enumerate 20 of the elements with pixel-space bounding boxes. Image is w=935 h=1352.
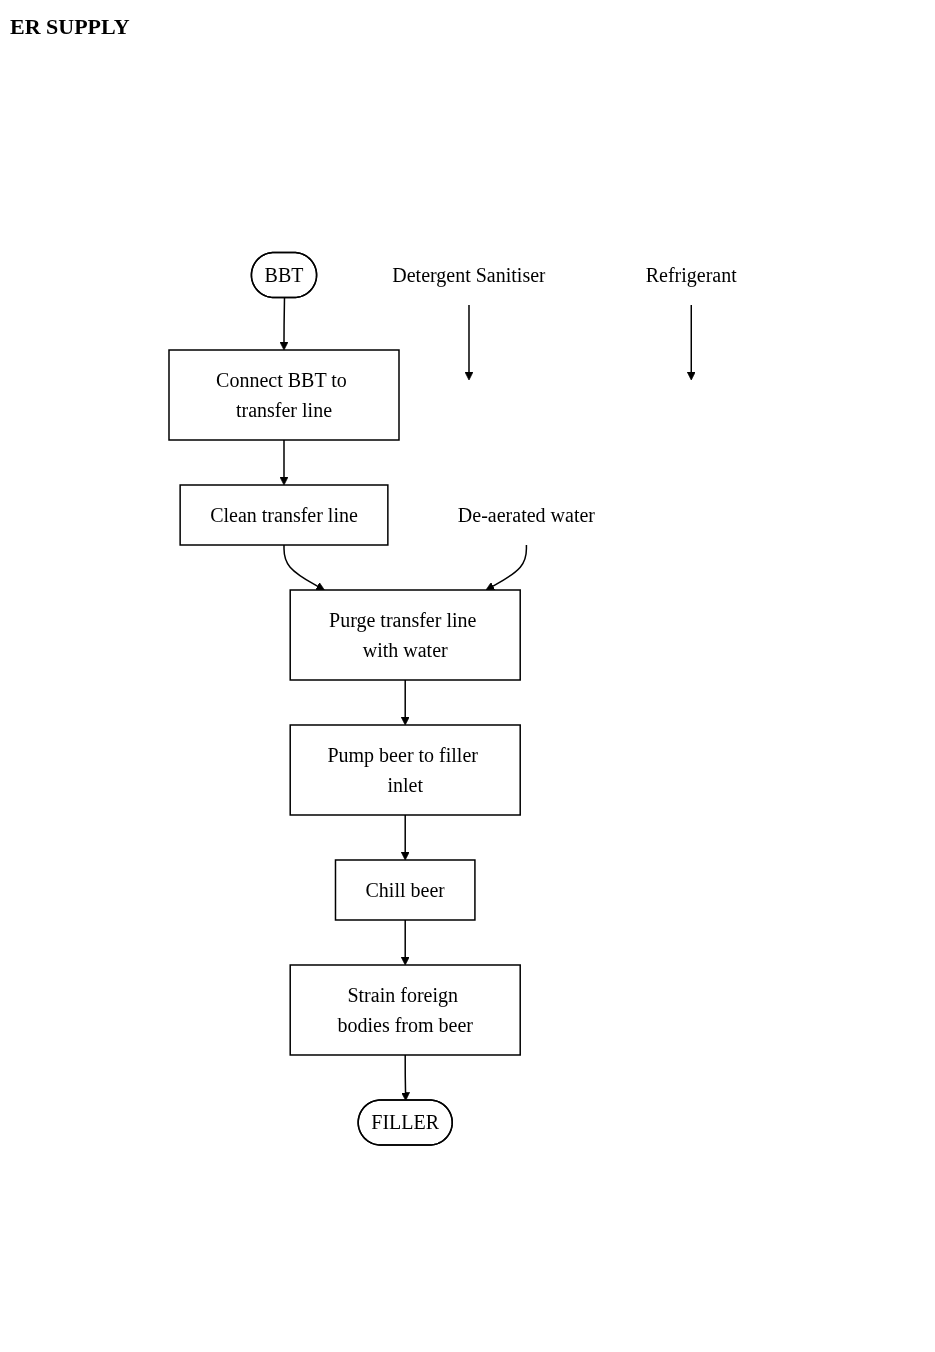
node-box: Pump beer to filler inlet bbox=[289, 724, 521, 816]
arrow bbox=[400, 814, 410, 861]
arrow bbox=[464, 304, 473, 381]
arrow bbox=[279, 439, 288, 486]
title: ER SUPPLY bbox=[10, 14, 130, 40]
arrow bbox=[282, 544, 325, 591]
node-text: Detergent Sanitiser bbox=[391, 264, 546, 287]
node-box: Purge transfer line with water bbox=[289, 589, 521, 681]
node-box: Clean transfer line bbox=[179, 484, 389, 546]
arrow bbox=[279, 297, 288, 351]
arrow bbox=[400, 1054, 410, 1101]
arrow bbox=[400, 919, 410, 966]
node-box: Chill beer bbox=[334, 859, 476, 921]
arrow bbox=[485, 544, 527, 591]
node-box: Connect BBT to transfer line bbox=[167, 349, 400, 441]
arrow bbox=[400, 679, 410, 726]
node-text: De-aerated water bbox=[457, 504, 595, 526]
node-text: Refrigerant bbox=[645, 264, 737, 287]
arrow bbox=[686, 304, 696, 381]
node-box: Strain foreign bodies from beer bbox=[289, 964, 521, 1056]
